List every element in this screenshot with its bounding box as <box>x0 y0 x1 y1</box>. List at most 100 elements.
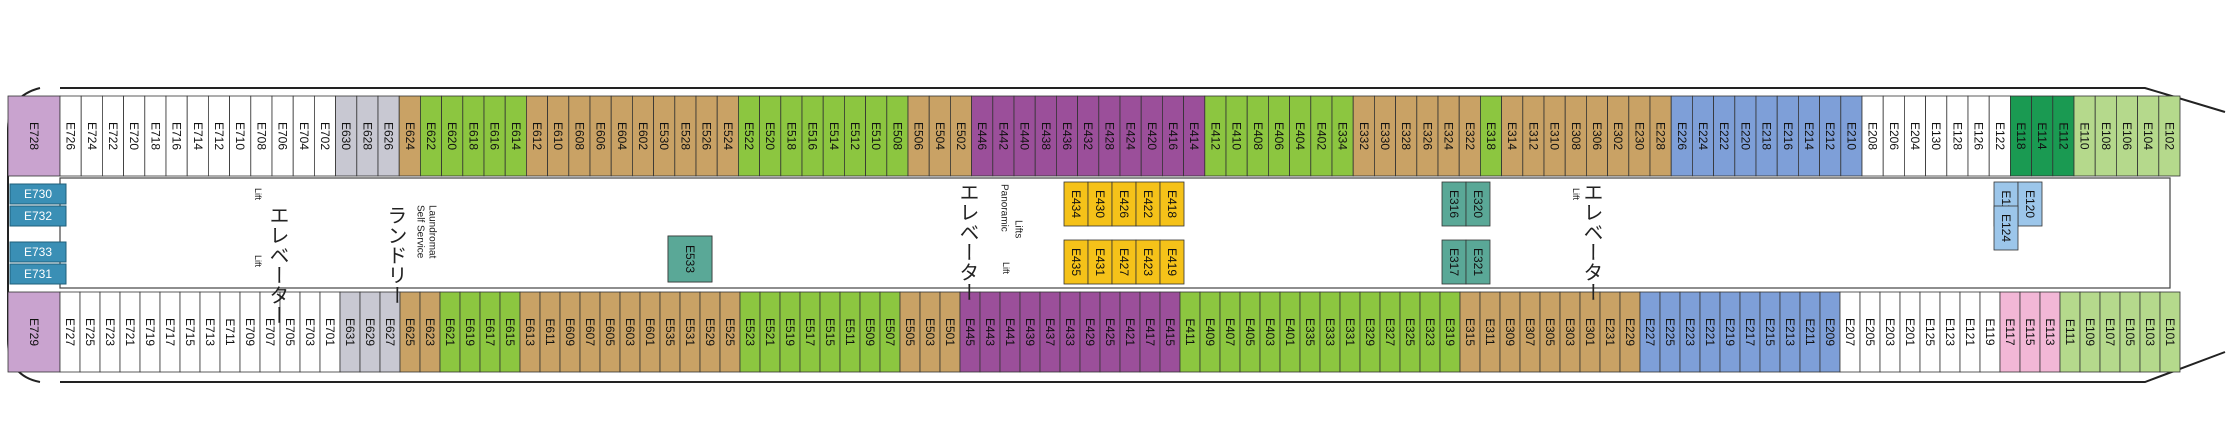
cabin-e422[interactable]: E422 <box>1135 181 1161 227</box>
cabin-e408[interactable]: E408 <box>1246 95 1269 177</box>
cabin-e603[interactable]: E603 <box>619 291 641 373</box>
cabin-e106[interactable]: E106 <box>2115 95 2138 177</box>
cabin-e229[interactable]: E229 <box>1619 291 1641 373</box>
cabin-e224[interactable]: E224 <box>1692 95 1715 177</box>
cabin-e213[interactable]: E213 <box>1779 291 1801 373</box>
cabin-e630[interactable]: E630 <box>335 95 358 177</box>
cabin-e407[interactable]: E407 <box>1219 291 1241 373</box>
cabin-e329[interactable]: E329 <box>1359 291 1381 373</box>
cabin-e109[interactable]: E109 <box>2079 291 2101 373</box>
cabin-e130[interactable]: E130 <box>1925 95 1948 177</box>
cabin-e727[interactable]: E727 <box>59 291 81 373</box>
cabin-e612[interactable]: E612 <box>526 95 549 177</box>
cabin-e321[interactable]: E321 <box>1465 239 1491 285</box>
cabin-e707[interactable]: E707 <box>259 291 281 373</box>
cabin-e608[interactable]: E608 <box>568 95 591 177</box>
cabin-e703[interactable]: E703 <box>299 291 321 373</box>
cabin-e502[interactable]: E502 <box>950 95 973 177</box>
cabin-e103[interactable]: E103 <box>2139 291 2161 373</box>
cabin-e308[interactable]: E308 <box>1564 95 1587 177</box>
cabin-e319[interactable]: E319 <box>1439 291 1461 373</box>
cabin-e118[interactable]: E118 <box>2010 95 2033 177</box>
cabin-e533[interactable]: E533 <box>667 235 713 283</box>
cabin-e624[interactable]: E624 <box>398 95 421 177</box>
cabin-e606[interactable]: E606 <box>589 95 612 177</box>
cabin-e332[interactable]: E332 <box>1352 95 1375 177</box>
cabin-e418[interactable]: E418 <box>1159 181 1185 227</box>
cabin-e507[interactable]: E507 <box>879 291 901 373</box>
cabin-e414[interactable]: E414 <box>1183 95 1206 177</box>
cabin-e225[interactable]: E225 <box>1659 291 1681 373</box>
cabin-e446[interactable]: E446 <box>971 95 994 177</box>
cabin-e330[interactable]: E330 <box>1374 95 1397 177</box>
cabin-e203[interactable]: E203 <box>1879 291 1901 373</box>
cabin-e607[interactable]: E607 <box>579 291 601 373</box>
cabin-e602[interactable]: E602 <box>632 95 655 177</box>
cabin-e306[interactable]: E306 <box>1586 95 1609 177</box>
cabin-e204[interactable]: E204 <box>1904 95 1927 177</box>
cabin-e404[interactable]: E404 <box>1289 95 1312 177</box>
cabin-e614[interactable]: E614 <box>504 95 527 177</box>
cabin-e445[interactable]: E445 <box>959 291 981 373</box>
cabin-e223[interactable]: E223 <box>1679 291 1701 373</box>
cabin-e626[interactable]: E626 <box>377 95 400 177</box>
cabin-e209[interactable]: E209 <box>1819 291 1841 373</box>
cabin-e123[interactable]: E123 <box>1939 291 1961 373</box>
cabin-e212[interactable]: E212 <box>1819 95 1842 177</box>
cabin-e605[interactable]: E605 <box>599 291 621 373</box>
cabin-e113[interactable]: E113 <box>2039 291 2061 373</box>
cabin-e215[interactable]: E215 <box>1759 291 1781 373</box>
cabin-e124[interactable]: E124 <box>1993 205 2019 251</box>
cabin-e613[interactable]: E613 <box>519 291 541 373</box>
cabin-e628[interactable]: E628 <box>356 95 379 177</box>
cabin-e302[interactable]: E302 <box>1607 95 1630 177</box>
cabin-e333[interactable]: E333 <box>1319 291 1341 373</box>
cabin-e126[interactable]: E126 <box>1967 95 1990 177</box>
cabin-e514[interactable]: E514 <box>822 95 845 177</box>
cabin-e432[interactable]: E432 <box>1077 95 1100 177</box>
cabin-e443[interactable]: E443 <box>979 291 1001 373</box>
cabin-e228[interactable]: E228 <box>1649 95 1672 177</box>
cabin-e439[interactable]: E439 <box>1019 291 1041 373</box>
cabin-e207[interactable]: E207 <box>1839 291 1861 373</box>
cabin-e429[interactable]: E429 <box>1079 291 1101 373</box>
cabin-e105[interactable]: E105 <box>2119 291 2141 373</box>
cabin-e412[interactable]: E412 <box>1204 95 1227 177</box>
cabin-e503[interactable]: E503 <box>919 291 941 373</box>
cabin-e326[interactable]: E326 <box>1416 95 1439 177</box>
cabin-e611[interactable]: E611 <box>539 291 561 373</box>
cabin-e107[interactable]: E107 <box>2099 291 2121 373</box>
cabin-e211[interactable]: E211 <box>1799 291 1821 373</box>
cabin-e617[interactable]: E617 <box>479 291 501 373</box>
cabin-e403[interactable]: E403 <box>1259 291 1281 373</box>
cabin-e535[interactable]: E535 <box>659 291 681 373</box>
cabin-e529[interactable]: E529 <box>699 291 721 373</box>
cabin-e230[interactable]: E230 <box>1628 95 1651 177</box>
cabin-e115[interactable]: E115 <box>2019 291 2041 373</box>
cabin-e505[interactable]: E505 <box>899 291 921 373</box>
cabin-e530[interactable]: E530 <box>653 95 676 177</box>
cabin-e415[interactable]: E415 <box>1159 291 1181 373</box>
cabin-e509[interactable]: E509 <box>859 291 881 373</box>
cabin-e221[interactable]: E221 <box>1699 291 1721 373</box>
cabin-e714[interactable]: E714 <box>186 95 209 177</box>
cabin-e616[interactable]: E616 <box>483 95 506 177</box>
cabin-e615[interactable]: E615 <box>499 291 521 373</box>
cabin-e210[interactable]: E210 <box>1840 95 1863 177</box>
cabin-e726[interactable]: E726 <box>59 95 82 177</box>
cabin-e218[interactable]: E218 <box>1755 95 1778 177</box>
cabin-e518[interactable]: E518 <box>780 95 803 177</box>
cabin-e318[interactable]: E318 <box>1480 95 1503 177</box>
cabin-e222[interactable]: E222 <box>1713 95 1736 177</box>
side-tag-e731[interactable]: E731 <box>9 263 67 285</box>
cabin-e531[interactable]: E531 <box>679 291 701 373</box>
cabin-e708[interactable]: E708 <box>250 95 273 177</box>
cabin-e610[interactable]: E610 <box>547 95 570 177</box>
cabin-e320[interactable]: E320 <box>1465 181 1491 227</box>
cabin-e410[interactable]: E410 <box>1225 95 1248 177</box>
cabin-e419[interactable]: E419 <box>1159 239 1185 285</box>
cabin-e426[interactable]: E426 <box>1111 181 1137 227</box>
cabin-e122[interactable]: E122 <box>1988 95 2011 177</box>
cabin-e520[interactable]: E520 <box>759 95 782 177</box>
cabin-e307[interactable]: E307 <box>1519 291 1541 373</box>
